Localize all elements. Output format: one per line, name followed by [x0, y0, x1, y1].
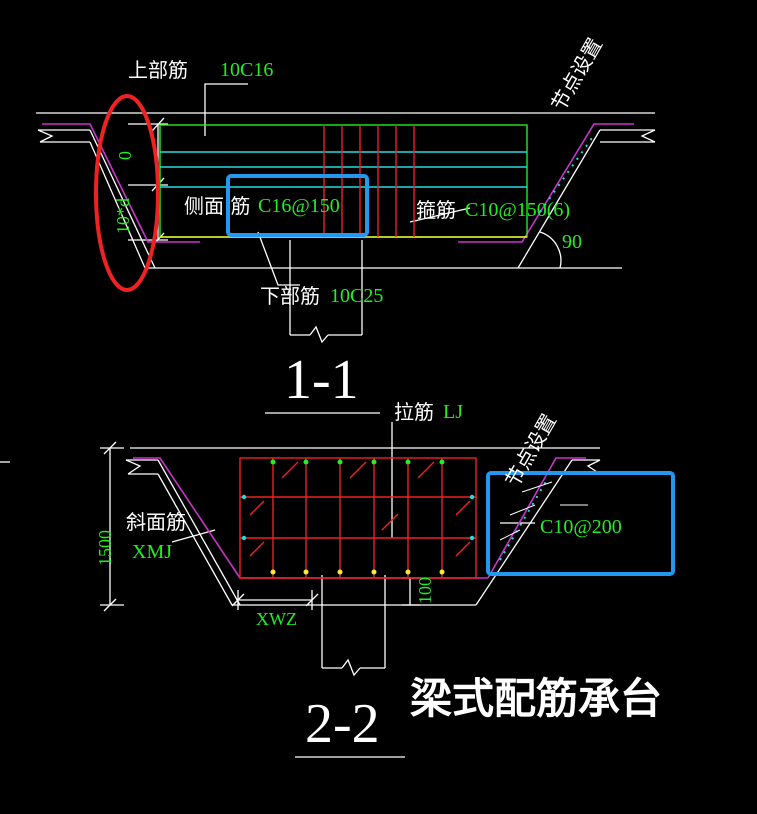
section-1-title: 1-1 [284, 349, 359, 411]
angle-label: 90 [562, 231, 582, 253]
tie-bar-label: 拉筋 [394, 400, 434, 424]
slope-spec-label: C10@200 [540, 516, 622, 538]
bottom-bar-spec: 10C25 [330, 285, 384, 307]
side-bar-label: 侧面 筋 [184, 194, 251, 218]
caption: 梁式配筋承台 [410, 674, 663, 723]
section-2-2-drawing [0, 422, 675, 758]
section-2-green-dots [270, 459, 445, 465]
tie-bar-spec: LJ [443, 401, 463, 423]
section-1-slope-bars [42, 123, 634, 243]
slope-bar-label: 斜面筋 [126, 510, 186, 534]
slope-bar-spec: XMJ [132, 541, 173, 563]
dim-height-2: 1500 [95, 530, 115, 566]
section-2-slope-hatch [499, 481, 588, 541]
section-1-highlight-ellipse [94, 94, 160, 292]
dim-anchor-1: 10*d [113, 198, 133, 234]
dim-top-1: 0 [115, 151, 135, 160]
section-2-outline [0, 422, 601, 758]
section-2-highlight-box [486, 471, 675, 576]
section-1-1-drawing [36, 83, 656, 414]
dim-bottom-2: 100 [415, 577, 435, 604]
stirrup-spec: C10@150(6) [465, 199, 571, 221]
section-1-stirrups [323, 125, 415, 237]
section-2-cyan-dots [241, 494, 475, 541]
stirrup-label: 箍筋 [416, 198, 456, 222]
top-bar-spec: 10C16 [220, 59, 274, 81]
section-2-yellow-dots [270, 569, 445, 575]
section-1-side-bars [160, 151, 527, 188]
bottom-bar-label: 下部筋 [260, 284, 320, 308]
section-2-rebar-grid [239, 457, 477, 579]
section-1-highlight-box [226, 174, 369, 237]
side-bar-spec: C16@150 [258, 195, 340, 217]
dim-xwz: XWZ [256, 609, 297, 629]
top-bar-label: 上部筋 [128, 58, 188, 82]
section-2-title: 2-2 [305, 693, 380, 755]
